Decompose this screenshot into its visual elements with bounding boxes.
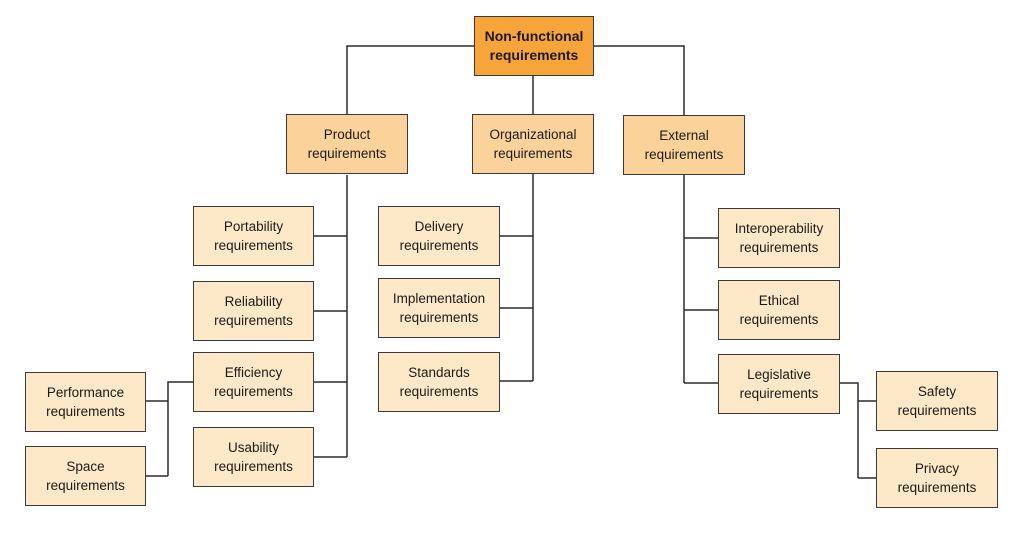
- node-portability-requirements: Portability requirements: [193, 206, 314, 266]
- node-label: Safety requirements: [897, 384, 977, 418]
- node-performance-requirements: Performance requirements: [25, 372, 146, 432]
- node-label: Legislative requirements: [739, 367, 819, 401]
- connector-legislative-trunk: [840, 382, 859, 478]
- connector-root-product: [346, 45, 474, 115]
- node-safety-requirements: Safety requirements: [876, 371, 998, 431]
- node-implementation-requirements: Implementation requirements: [378, 278, 500, 338]
- node-label: Reliability requirements: [214, 294, 293, 328]
- node-label: Privacy requirements: [897, 461, 977, 495]
- node-label: Ethical requirements: [739, 293, 819, 327]
- node-label: Implementation requirements: [392, 291, 486, 325]
- node-privacy-requirements: Privacy requirements: [876, 448, 998, 508]
- node-delivery-requirements: Delivery requirements: [378, 206, 500, 266]
- node-label: Non-functional requirements: [484, 28, 584, 63]
- node-ethical-requirements: Ethical requirements: [718, 280, 840, 340]
- node-reliability-requirements: Reliability requirements: [193, 281, 314, 341]
- node-label: Usability requirements: [214, 440, 293, 474]
- node-space-requirements: Space requirements: [25, 446, 146, 506]
- node-product-requirements: Product requirements: [286, 114, 408, 174]
- node-label: Organizational requirements: [489, 127, 577, 161]
- node-label: Standards requirements: [399, 365, 479, 399]
- node-usability-requirements: Usability requirements: [193, 427, 314, 487]
- node-label: Efficiency requirements: [214, 365, 293, 399]
- node-external-requirements: External requirements: [623, 115, 745, 175]
- node-label: Delivery requirements: [399, 219, 479, 253]
- node-label: Product requirements: [307, 127, 387, 161]
- connector-root-external: [594, 45, 685, 115]
- node-standards-requirements: Standards requirements: [378, 352, 500, 412]
- node-non-functional-requirements: Non-functional requirements: [474, 16, 594, 76]
- node-label: Interoperability requirements: [734, 221, 824, 255]
- node-efficiency-requirements: Efficiency requirements: [193, 352, 314, 412]
- node-label: External requirements: [644, 128, 724, 162]
- node-label: Space requirements: [46, 459, 125, 493]
- node-label: Performance requirements: [46, 385, 125, 419]
- connector-efficiency-trunk: [167, 381, 193, 476]
- node-legislative-requirements: Legislative requirements: [718, 354, 840, 414]
- node-organizational-requirements: Organizational requirements: [472, 114, 594, 174]
- node-label: Portability requirements: [214, 219, 293, 253]
- node-interoperability-requirements: Interoperability requirements: [718, 208, 840, 268]
